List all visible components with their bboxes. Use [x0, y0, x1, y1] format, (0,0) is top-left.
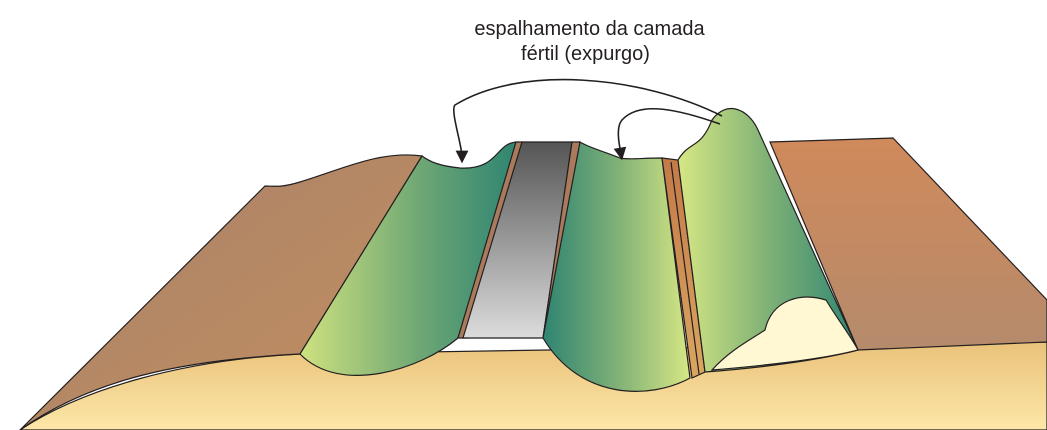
right-terrain-slope	[769, 137, 1047, 351]
fertile-layer-band-middle	[542, 141, 691, 392]
cut-face-line	[670, 161, 700, 375]
spoil-pile-core	[710, 296, 859, 371]
curved-arrow-icon	[453, 78, 723, 164]
diagram-caption: espalhamento da camada fértil (expurgo)	[0, 17, 1047, 67]
caption-line-2: fértil (expurgo)	[521, 43, 650, 65]
curved-arrow-icon	[613, 108, 721, 161]
left-terrain-slope	[19, 154, 423, 430]
fertile-layer-band-left	[299, 141, 519, 376]
caption-line-1: espalhamento da camada	[474, 18, 705, 40]
